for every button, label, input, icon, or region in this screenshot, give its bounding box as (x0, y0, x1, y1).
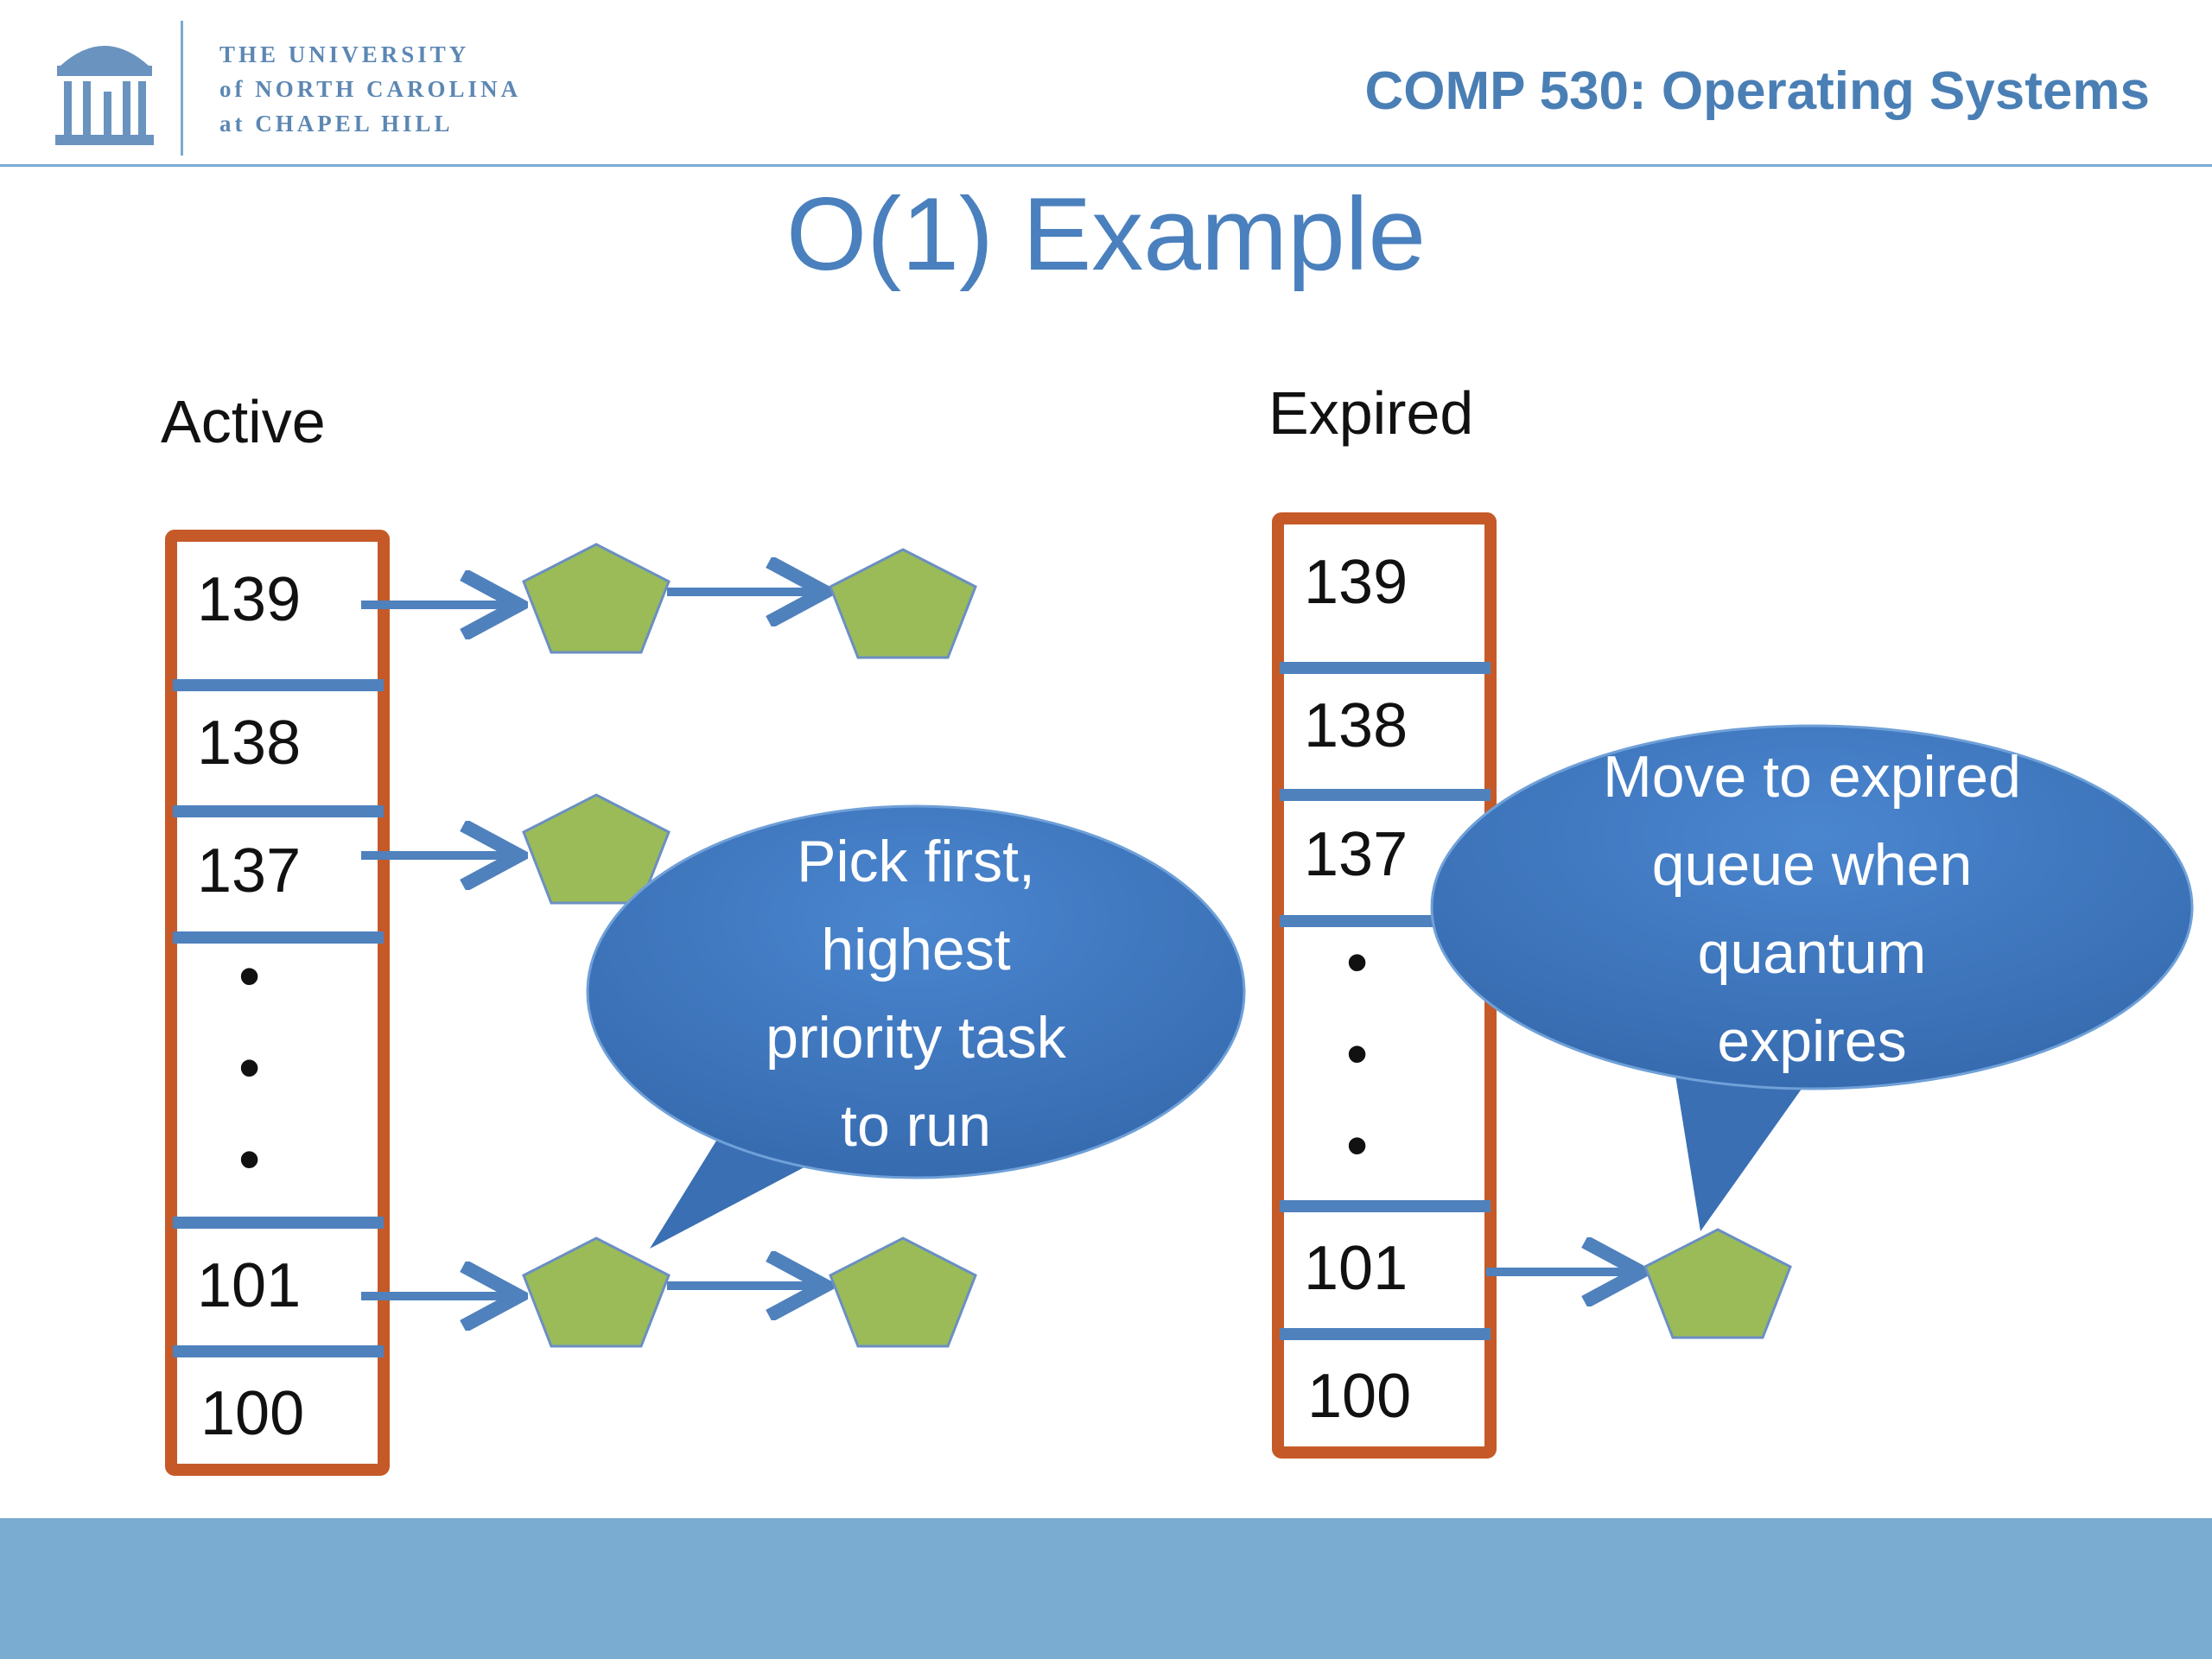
active-arrows (361, 592, 821, 1296)
expired-dot: • (1346, 1020, 1368, 1089)
expired-row-label: 137 (1304, 820, 1408, 889)
expired-row-label: 139 (1304, 548, 1408, 617)
active-dot: • (238, 942, 260, 1011)
expired-separator (1280, 1328, 1491, 1340)
expired-separator (1280, 789, 1491, 801)
task-pentagon-icon (522, 793, 671, 905)
active-separator (173, 1345, 384, 1357)
active-queue-box (165, 530, 390, 1476)
active-row-label: 101 (197, 1251, 301, 1320)
expired-queue: 139 138 137 • • • 101 100 (1272, 512, 1497, 1459)
move-callout-line: expires (1717, 1008, 1906, 1074)
footer-bar (0, 1518, 2212, 1659)
active-row-label: 137 (197, 836, 301, 906)
active-row-label: 139 (197, 565, 301, 634)
active-queue: 139 138 137 • • • 101 100 (165, 530, 390, 1476)
expired-queue-box (1272, 512, 1497, 1459)
move-callout-line: queue when (1652, 832, 1973, 898)
active-separator (173, 805, 384, 817)
pick-callout: Pick first, highest priority task to run (586, 804, 1246, 1249)
expired-dot: • (1346, 1111, 1368, 1180)
task-pentagon-icon (1643, 1228, 1792, 1339)
move-callout-tail (1672, 1054, 1823, 1231)
expired-row-label: 100 (1307, 1362, 1411, 1431)
university-line-1: THE UNIVERSITY (219, 41, 470, 67)
active-label: Active (161, 388, 326, 455)
course-title: COMP 530: Operating Systems (1364, 61, 2150, 121)
move-callout: Move to expired queue when quantum expir… (1430, 724, 2194, 1231)
active-dot: • (238, 1033, 260, 1103)
task-pentagon-icon (522, 543, 671, 654)
move-callout-line: Move to expired (1603, 744, 2021, 810)
pick-callout-bubble (586, 804, 1246, 1179)
slide-title: O(1) Example (785, 176, 1427, 292)
expired-row-label: 138 (1304, 691, 1408, 760)
task-pentagon-icon (522, 1236, 671, 1348)
pick-callout-line: Pick first, (797, 829, 1035, 894)
move-callout-bubble (1430, 724, 2194, 1090)
active-row-label: 138 (197, 709, 301, 778)
expired-dot: • (1346, 928, 1368, 997)
expired-separator (1280, 662, 1491, 674)
expired-row-label: 101 (1304, 1234, 1408, 1303)
old-well-logo-icon (55, 46, 154, 145)
university-line-2: of NORTH CAROLINA (219, 76, 522, 102)
header-rule (0, 164, 2212, 167)
slide-header: THE UNIVERSITY of NORTH CAROLINA at CHAP… (0, 0, 2212, 167)
logo-divider (181, 21, 183, 156)
active-separator (173, 679, 384, 691)
pick-callout-line: to run (841, 1093, 991, 1159)
task-pentagon-icon (829, 1236, 977, 1348)
pick-callout-line: priority task (766, 1005, 1067, 1071)
active-row-label: 100 (200, 1379, 304, 1448)
expired-label: Expired (1268, 379, 1474, 447)
move-callout-line: quantum (1698, 920, 1927, 986)
pick-callout-line: highest (821, 917, 1010, 982)
priority-array-diagram: 139 138 137 • • • 101 100 Pick first, hi… (165, 512, 2194, 1476)
expired-separator (1280, 1200, 1491, 1212)
active-tasks (522, 543, 977, 1348)
active-dot: • (238, 1125, 260, 1194)
active-separator (173, 1217, 384, 1229)
task-pentagon-icon (829, 548, 977, 659)
active-separator (173, 931, 384, 944)
university-line-3: at CHAPEL HILL (219, 111, 454, 137)
